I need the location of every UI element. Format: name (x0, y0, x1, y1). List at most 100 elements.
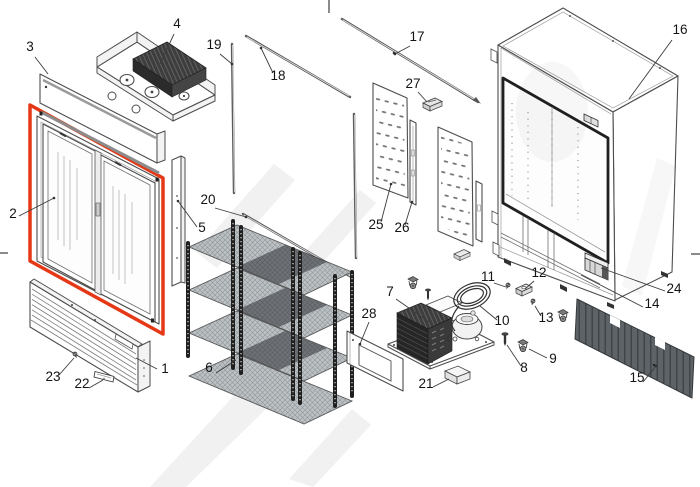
part-label-22: 22 (74, 376, 89, 391)
part-label-25: 25 (368, 217, 383, 232)
part-4-evaporator-assembly (96, 31, 216, 122)
leader-part-5 (177, 200, 198, 228)
leader-part-19 (219, 53, 233, 65)
leader-part-12 (524, 280, 535, 290)
strip-right (475, 180, 483, 243)
leader-part-13 (534, 305, 542, 317)
part-5-mullion-post (171, 155, 186, 287)
part-label-5: 5 (198, 220, 206, 235)
part-label-12: 12 (531, 265, 546, 280)
part-label-18: 18 (270, 68, 285, 83)
leader-part-23 (58, 357, 75, 376)
part-label-23: 23 (45, 369, 60, 384)
part-label-28: 28 (361, 306, 376, 321)
part-15-louvered-back-panel (574, 298, 695, 399)
leader-part-15 (642, 365, 657, 383)
leader-dot-part-20 (244, 215, 248, 219)
small-bracket (453, 249, 471, 261)
part-6-shelf-unit (186, 219, 354, 425)
part-25-perforated-panel (372, 82, 409, 199)
part-label-6: 6 (205, 360, 213, 375)
part-label-7: 7 (386, 284, 394, 299)
shelf (187, 353, 354, 425)
part-8-bolt (501, 332, 509, 346)
leader-dot-part-18 (259, 46, 263, 50)
part-21-junction-box (444, 365, 471, 385)
part-1-front-grille (29, 278, 151, 393)
shelf-posts (186, 219, 354, 408)
part-24-control-box (584, 252, 609, 281)
hinge-plates (490, 48, 500, 257)
part-3-header-panel (39, 73, 166, 164)
part-2-door-assembly (36, 110, 160, 325)
door-latch (583, 113, 599, 128)
leader-part-26 (404, 201, 413, 226)
leader-part-21 (432, 378, 450, 388)
part-label-24: 24 (666, 281, 682, 296)
leader-part-3 (34, 56, 49, 75)
leader-part-8 (506, 344, 522, 367)
condenser-coil (396, 302, 453, 365)
part-26-strip (409, 119, 417, 206)
part-18-rod (244, 34, 352, 99)
leader-part-22 (88, 379, 104, 389)
leader-part-27 (417, 91, 428, 103)
part-label-19: 19 (206, 37, 221, 52)
part-label-14: 14 (644, 296, 660, 311)
leader-part-14 (580, 274, 644, 308)
leader-part-10 (479, 305, 498, 321)
leader-part-18 (260, 47, 274, 74)
part-label-9: 9 (549, 351, 557, 366)
part-16-cabinet-body (490, 7, 679, 309)
part-label-8: 8 (520, 360, 528, 375)
part-11-screw (503, 281, 512, 291)
part-label-21: 21 (418, 376, 433, 391)
leader-part-17 (394, 45, 411, 55)
leader-dot-part-17 (393, 52, 397, 56)
leader-dot-part-25 (389, 182, 393, 186)
part-label-15: 15 (629, 370, 644, 385)
leader-dot-part-15 (654, 364, 658, 368)
part-label-1: 1 (161, 361, 169, 376)
leader-part-24 (600, 267, 666, 292)
tubing-tail (450, 305, 460, 332)
leader-dot-part-28 (358, 342, 362, 346)
part-label-13: 13 (538, 310, 553, 325)
part-label-27: 27 (405, 76, 420, 91)
leader-dot-part-2 (52, 196, 56, 200)
leader-part-20 (214, 207, 247, 218)
part-13-screw (528, 297, 537, 307)
leader-part-1 (135, 357, 158, 370)
leader-part-7 (395, 298, 430, 323)
leader-part-11 (493, 282, 507, 288)
part-label-20: 20 (200, 192, 215, 207)
leader-part-9 (528, 348, 548, 359)
part-28-cover-panel (346, 330, 404, 392)
leader-dot-part-5 (176, 199, 180, 203)
caster (557, 309, 569, 323)
part-12-bracket (515, 283, 533, 297)
part-label-17: 17 (409, 29, 424, 44)
leader-part-4 (159, 33, 175, 65)
part-27-bracket (422, 97, 443, 112)
bolt (425, 288, 431, 301)
leader-part-2 (18, 197, 55, 217)
grille-badge-slot (114, 333, 134, 350)
part-label-3: 3 (26, 39, 34, 54)
leader-part-28 (359, 321, 370, 345)
leader-part-16 (628, 39, 673, 100)
part-22-nameplate (93, 370, 115, 383)
part-17-rod (340, 17, 481, 104)
part-label-10: 10 (494, 313, 509, 328)
part-label-26: 26 (394, 220, 409, 235)
part-9-caster (517, 339, 529, 353)
part-label-4: 4 (173, 16, 181, 31)
part-7-condensing-unit (387, 295, 495, 370)
middle-rod (352, 112, 358, 260)
part-10-tubing-coil (453, 282, 491, 310)
caster (407, 276, 419, 290)
leader-dot-part-26 (410, 200, 414, 204)
